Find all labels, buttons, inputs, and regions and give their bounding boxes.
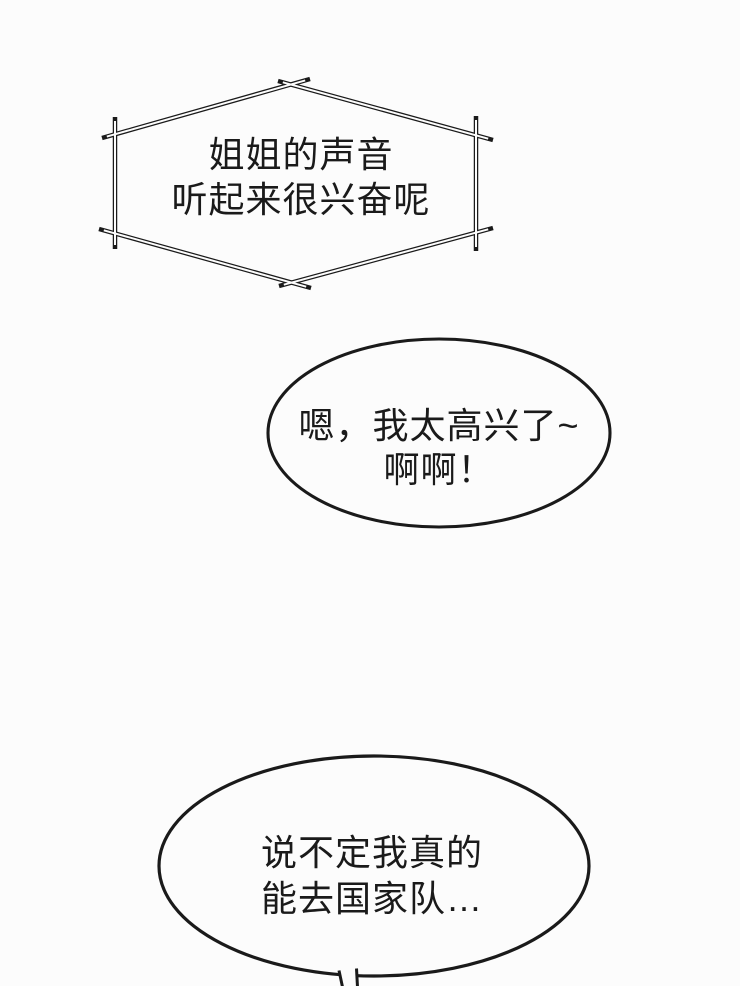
oval-bubble-text: 嗯，我太高兴了~ 啊啊！	[214, 404, 664, 492]
shout-bubble-text: 姐姐的声音 听起来很兴奋呢	[76, 132, 526, 222]
oval-speech-bubble-tail-border	[157, 754, 591, 978]
dialogue-line: 啊啊！	[383, 449, 495, 490]
dialogue-line: 嗯，我太高兴了~	[298, 405, 580, 446]
dialogue-line: 能去国家队…	[260, 878, 483, 919]
tail-gap-eraser	[340, 963, 356, 986]
dialogue-line: 听起来很兴奋呢	[171, 179, 431, 220]
oval-speech-bubble-border	[266, 337, 612, 529]
oval-bubble-tail-text: 说不定我真的 能去国家队…	[147, 830, 597, 922]
dialogue-line: 说不定我真的	[260, 832, 483, 873]
shout-bubble-border-core	[103, 79, 489, 288]
dialogue-line: 姐姐的声音	[208, 134, 394, 175]
bubble-tail	[337, 968, 359, 986]
